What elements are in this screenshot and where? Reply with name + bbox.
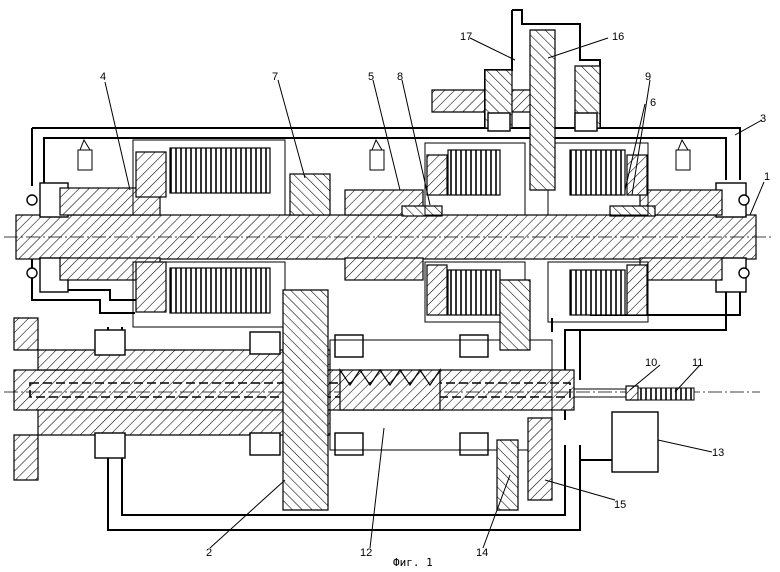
clutch-pack-middle <box>424 142 526 323</box>
label-16: 16 <box>612 31 624 43</box>
label-4: 4 <box>100 71 106 83</box>
gears-14-15 <box>496 279 553 511</box>
label-7: 7 <box>272 71 278 83</box>
label-12: 12 <box>360 547 372 559</box>
label-3: 3 <box>760 113 766 125</box>
lower-gear-2 <box>282 289 329 511</box>
upper-fittings <box>77 138 691 171</box>
top-output-assembly <box>431 9 601 191</box>
clutch-pack-left <box>132 139 286 328</box>
label-8: 8 <box>397 71 403 83</box>
label-6: 6 <box>650 97 656 109</box>
label-10: 10 <box>645 357 657 369</box>
label-17: 17 <box>460 31 472 43</box>
label-13: 13 <box>712 447 724 459</box>
clutch-pack-right <box>547 142 649 323</box>
actuator-13 <box>580 411 659 473</box>
control-rod-10-11 <box>573 385 695 401</box>
label-14: 14 <box>476 547 488 559</box>
label-1: 1 <box>764 171 770 183</box>
label-9: 9 <box>645 71 651 83</box>
label-5: 5 <box>368 71 374 83</box>
reference-labels: 1 2 3 4 5 6 7 8 9 10 11 12 13 14 15 16 1… <box>100 31 770 559</box>
label-11: 11 <box>692 357 703 369</box>
figure-caption: Фиг. 1 <box>393 556 433 569</box>
label-2: 2 <box>206 547 212 559</box>
clutch-hubs <box>59 173 723 281</box>
worm-12 <box>329 339 553 451</box>
leader-lines <box>104 37 765 549</box>
label-15: 15 <box>614 499 626 511</box>
